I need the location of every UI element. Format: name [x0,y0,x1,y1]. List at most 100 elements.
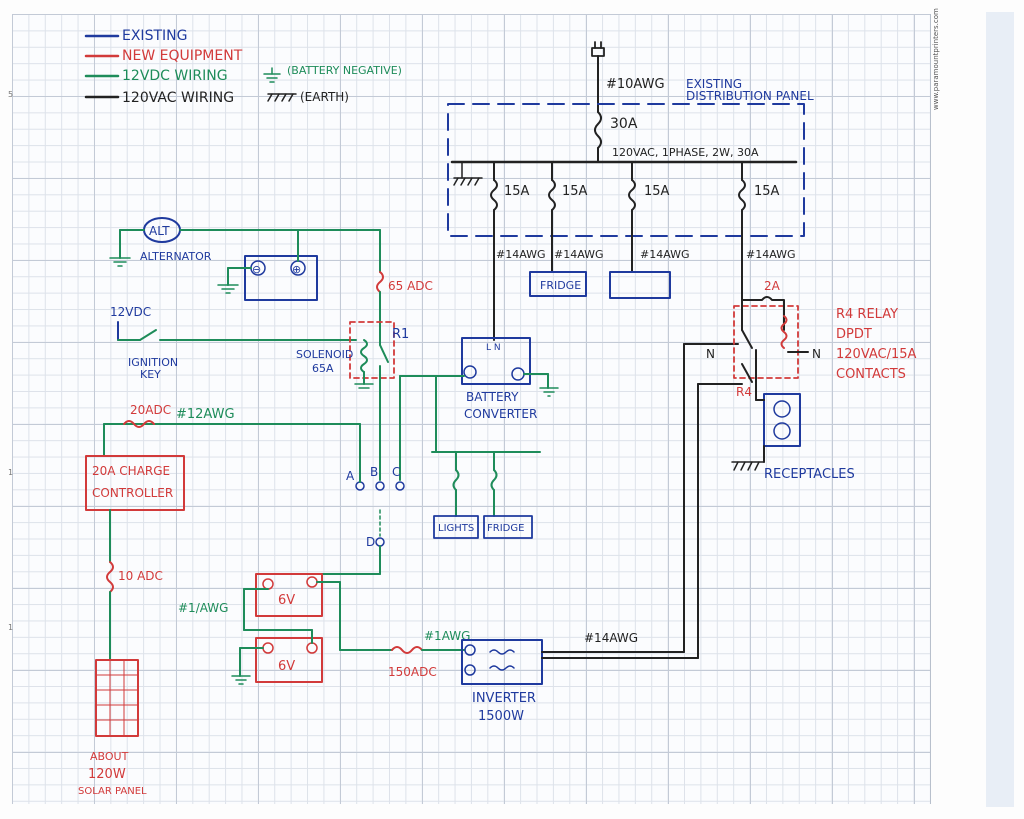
house-battery-1-label: 6V [278,593,295,608]
solar-panel-line2: 120W [88,767,126,782]
ignition-switch-icon [139,329,157,341]
ignition-label-1: IGNITION [128,356,178,369]
fridge-load-box [529,271,587,297]
engine-battery-neg: ⊖ [252,263,261,276]
battery-wire-gauge: #1/AWG [178,601,228,615]
branch-2-wire: #14AWG [554,248,604,261]
branch-1: 15A #14AWG [490,161,546,341]
ignition-label-2: KEY [140,368,161,381]
ac-out-wire-gauge: #14AWG [584,631,638,645]
converter-terminals: L N [486,343,501,353]
solenoid-contact-icon [379,344,389,363]
relay-r4: 2A N N R4 R4 RELAY DPDT 120VAC/15A CONTA… [706,279,917,401]
house-battery-1 [255,573,323,617]
branch-circuits: 15A #14AWG 15A #14AWG FRIDGE 15A #14AWG … [490,161,796,341]
side-mark: 1 [8,623,14,632]
ignition-circuit: 12VDC IGNITION KEY [110,305,357,381]
engine-battery [244,255,318,301]
alternator-symbol-text: ALT [149,224,170,238]
side-mark: 5 [8,90,14,99]
charge-controller-line1: 20A CHARGE [92,464,170,478]
main-breaker-rating: 30A [610,116,638,132]
outlet-icon [773,400,791,418]
fuse-20-symbol [123,420,155,428]
receptacle-earth-icon [731,461,765,471]
fuse-10-symbol [106,561,114,593]
charge-controller-line2: CONTROLLER [92,486,173,500]
fuse-65-symbol [376,271,384,293]
battery-negative-icon [263,67,281,83]
lights-box [433,515,479,539]
receptacles: RECEPTACLES [731,393,855,482]
relay-contact-icon [741,329,753,349]
inverter-wire-gauge: #1AWG [424,629,470,643]
inverter-label-1: INVERTER [472,691,536,706]
relay-r1-label: R1 [392,327,409,342]
panel-earth-icon [453,161,483,186]
inverter-box [461,639,543,685]
fuse-65-label: 65 ADC [388,279,433,293]
outlet-icon [773,422,791,440]
breaker-1-rating: 15A [504,184,530,199]
ac-wave-icon [489,665,515,671]
house-battery-2 [255,637,323,683]
page-edge-strip [986,12,1014,807]
relay-r4-enclosure [733,305,799,379]
branch-1-wire: #14AWG [496,248,546,261]
dc-load-lights: LIGHTS [438,523,474,534]
terminal-b: B [370,465,378,479]
ignition-source: 12VDC [110,305,151,319]
breaker-3-rating: 15A [644,184,670,199]
house-battery-ground-icon [231,675,251,685]
branch-2: 15A #14AWG [548,161,604,273]
converter-label-1: BATTERY [466,390,519,404]
graph-grid [12,14,931,804]
inverter-fuse-label: 150ADC [388,665,437,679]
relay-neutral-in: N [706,347,715,361]
charge-controller-box [85,455,185,511]
selector-terminals: A B C D [311,423,405,575]
relay-coil-icon [780,315,788,349]
inverter-neg-icon [464,664,476,676]
receptacles-label: RECEPTACLES [764,467,855,482]
breaker-2-rating: 15A [562,184,588,199]
battery-converter: L N BATTERY CONVERTER [399,337,559,481]
solenoid-r1: R1 SOLENOID 65A [296,321,409,481]
relay-contact-icon [741,363,753,383]
distribution-panel: #10AWG EXISTING DISTRIBUTION PANEL 30A 1… [447,41,814,237]
branch-4: 15A #14AWG [738,161,796,301]
terminal-c: C [392,465,400,479]
branch-4-wire: #14AWG [746,248,796,261]
panel-title-line1: EXISTING [686,77,742,91]
feed-wire-gauge: #10AWG [606,77,665,92]
terminal-a: A [346,469,355,483]
alternator-ground-icon [109,257,131,267]
terminal-d: D [366,535,375,549]
solar-panel-icon [95,659,139,737]
solar-panel-line1: ABOUT [90,750,129,763]
breaker-4-rating: 15A [754,184,780,199]
solar-fuse-label: 20ADC [130,403,171,417]
fuse-150-symbol [391,646,423,654]
relay-r4-line1: R4 RELAY [836,307,898,322]
engine-battery-pos: ⊕ [292,263,301,276]
alternator-circuit: ALT ALTERNATOR ⊖ ⊕ 65 ADC [109,217,433,331]
house-battery-2-label: 6V [278,659,295,674]
solenoid-label-2: 65A [312,362,334,375]
dc-loads: LIGHTS FRIDGE [431,451,541,539]
alternator-label: ALTERNATOR [140,250,212,263]
panel-fuse-label: 10 ADC [118,569,163,583]
solenoid-ground-icon [354,383,374,389]
panel-title-line2: DISTRIBUTION PANEL [686,89,814,103]
side-mark: 1 [8,468,14,477]
solar-circuit: 20ADC #12AWG 20A CHARGE CONTROLLER 10 AD… [78,403,361,797]
relay-r4-tag: R4 [736,385,752,399]
inverter-label-2: 1500W [478,709,524,724]
legend-existing: EXISTING [122,28,187,44]
panel-rating: 120VAC, 1PHASE, 2W, 30A [612,146,759,159]
legend: EXISTING NEW EQUIPMENT 12VDC WIRING (BAT… [84,28,402,106]
legend-battery-negative: (BATTERY NEGATIVE) [287,64,402,77]
panel-enclosure [447,103,805,237]
legend-dc-wiring: 12VDC WIRING [122,68,228,84]
